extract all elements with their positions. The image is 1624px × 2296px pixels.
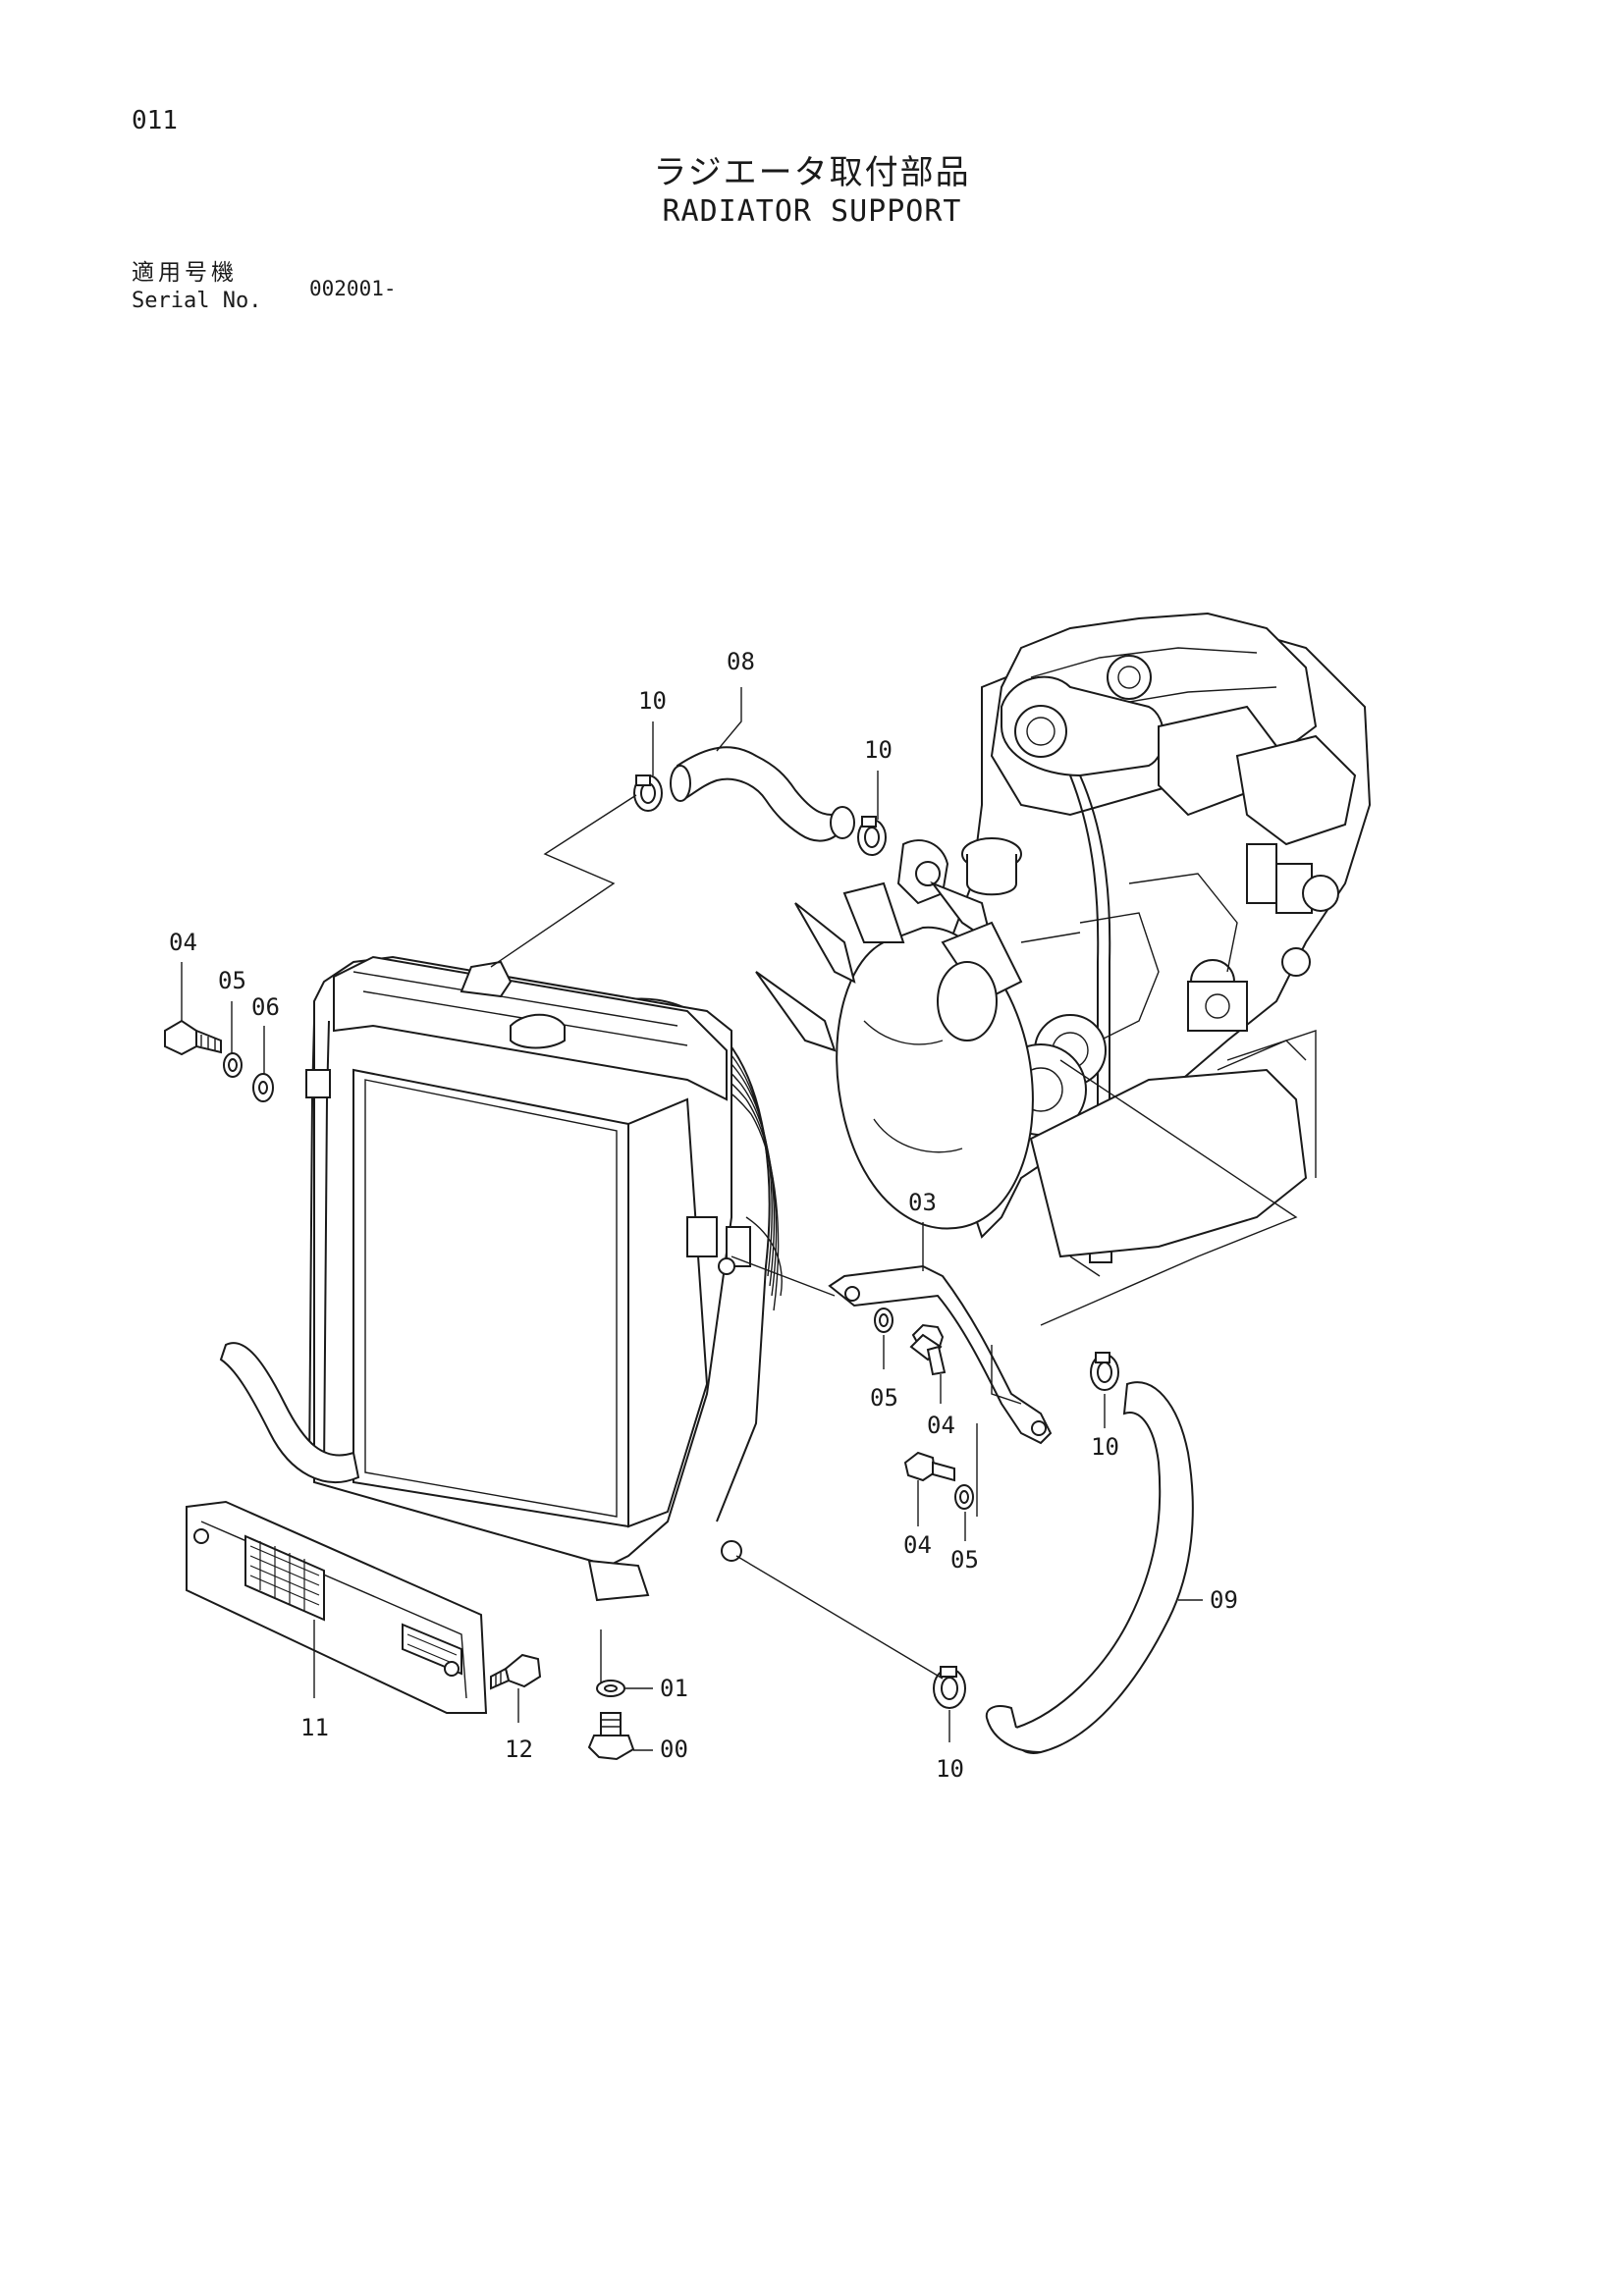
bolt-part-04-left [164, 1019, 222, 1056]
stay-bracket-part-03 [828, 1264, 1053, 1445]
hose-clamp-part-10-right [1090, 1352, 1119, 1391]
engine-illustration [896, 612, 1372, 1277]
callout-10-bottom: 10 [936, 1755, 964, 1783]
callout-08: 08 [727, 648, 755, 675]
hose-clamp-part-10-top-right [857, 816, 887, 856]
callout-05-left: 05 [218, 967, 246, 994]
assembly-leader-lines [181, 687, 1298, 1751]
washer-part-01 [596, 1680, 625, 1697]
bolt-part-12 [490, 1653, 542, 1690]
bolt-part-00 [587, 1712, 635, 1761]
callout-10-top-left: 10 [638, 687, 667, 715]
callout-05-low: 05 [950, 1546, 979, 1574]
cooling-fan-illustration [755, 881, 1034, 1230]
callout-09: 09 [1210, 1586, 1238, 1614]
hose-clamp-part-10-bottom [933, 1666, 966, 1709]
washer-part-06-left [252, 1073, 274, 1102]
page-title-japanese: ラジエータ取付部品 [653, 153, 971, 192]
lock-washer-part-05-mid [874, 1308, 893, 1333]
callout-04-left: 04 [169, 929, 197, 956]
bolt-part-04-low [903, 1451, 955, 1482]
bolt-part-04-mid [909, 1323, 947, 1376]
page-title-english: RADIATOR SUPPORT [662, 194, 962, 229]
callout-12: 12 [505, 1735, 533, 1763]
callout-03: 03 [908, 1189, 937, 1216]
serial-label-japanese: 適用号機 [132, 260, 238, 286]
lock-washer-part-05-left [223, 1052, 243, 1078]
serial-number-value: 002001- [309, 277, 397, 300]
callout-11: 11 [300, 1714, 329, 1741]
page-number: 011 [132, 106, 178, 135]
callout-10-top-right: 10 [864, 736, 893, 764]
callout-05-mid: 05 [870, 1384, 898, 1412]
hose-clamp-part-10-top-left [633, 774, 663, 812]
callout-04-low: 04 [903, 1531, 932, 1559]
serial-label-english: Serial No. [132, 289, 262, 313]
callout-10-right: 10 [1091, 1433, 1119, 1461]
lock-washer-part-05-low [954, 1484, 974, 1510]
callout-00: 00 [660, 1735, 688, 1763]
grille-screen-part-11 [186, 1500, 488, 1714]
serial-label-block: 適用号機 Serial No. [132, 253, 261, 313]
upper-hose-part-08 [670, 746, 855, 842]
callout-01: 01 [660, 1675, 688, 1702]
lower-hose-part-09 [985, 1381, 1194, 1754]
callout-04-mid: 04 [927, 1412, 955, 1439]
callout-06-left: 06 [251, 993, 280, 1021]
radiator-illustration [219, 955, 783, 1602]
